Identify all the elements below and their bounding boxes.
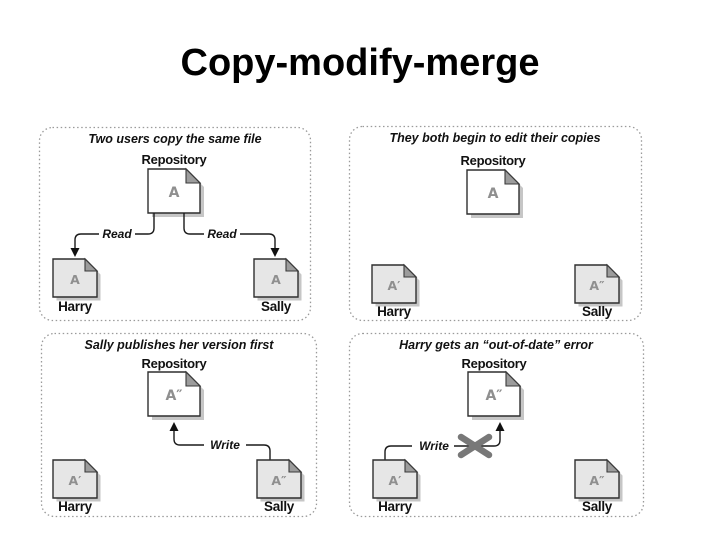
repository-document-icon: A″	[147, 370, 204, 420]
document-letter: A″	[485, 388, 502, 404]
panel-dotted-border	[40, 332, 318, 518]
panel-both-edit-copies: They both begin to edit their copies Rep…	[348, 125, 643, 322]
harry-label: Harry	[378, 499, 413, 514]
document-letter: A′	[389, 473, 402, 488]
document-letter: A″	[589, 473, 605, 488]
read-arrow-right: Read	[183, 213, 280, 257]
harry-document-icon: A′	[371, 263, 420, 307]
panel-two-users-copy: Two users copy the same file Repository …	[38, 126, 312, 322]
panel-dotted-border	[348, 332, 645, 518]
arrowhead-up-icon	[495, 422, 505, 431]
repository-label: Repository	[142, 356, 208, 371]
harry-label: Harry	[58, 499, 93, 514]
repository-document-icon: A	[147, 167, 204, 217]
document-letter: A″	[589, 278, 605, 293]
sally-document-icon: A	[253, 257, 302, 301]
sally-label: Sally	[582, 304, 613, 319]
repository-document-icon: A″	[467, 370, 524, 420]
sally-label: Sally	[582, 499, 613, 514]
document-fold-icon	[288, 458, 303, 473]
document-fold-icon	[285, 257, 300, 272]
document-letter: A″	[271, 473, 287, 488]
panel-caption: Sally publishes her version first	[85, 338, 275, 352]
write-arrow: Write	[169, 422, 271, 460]
document-fold-icon	[504, 168, 521, 185]
document-fold-icon	[185, 370, 202, 387]
harry-label: Harry	[58, 299, 93, 314]
harry-label: Harry	[377, 304, 412, 319]
sally-document-icon: A″	[256, 458, 305, 502]
sally-label: Sally	[261, 299, 292, 314]
write-arrow-blocked: Write	[384, 422, 505, 460]
panel-caption: They both begin to edit their copies	[389, 131, 600, 145]
harry-document-icon: A′	[52, 458, 101, 502]
panel-out-of-date-error: Harry gets an “out-of-date” error Reposi…	[348, 332, 645, 518]
document-fold-icon	[84, 458, 99, 473]
slide-title: Copy-modify-merge	[180, 42, 540, 84]
document-letter: A″	[165, 388, 182, 404]
panel-caption: Harry gets an “out-of-date” error	[399, 338, 594, 352]
read-label: Read	[102, 227, 132, 241]
document-letter: A	[271, 272, 281, 287]
blocked-x-icon	[457, 433, 493, 459]
read-label: Read	[207, 227, 237, 241]
document-fold-icon	[606, 263, 621, 278]
sally-document-icon: A″	[574, 263, 623, 307]
document-fold-icon	[84, 257, 99, 272]
panel-dotted-border	[38, 126, 312, 322]
document-fold-icon	[606, 458, 621, 473]
document-letter: A′	[69, 473, 82, 488]
arrowhead-up-icon	[169, 422, 179, 431]
write-label: Write	[210, 438, 240, 452]
sally-document-icon: A″	[574, 458, 623, 502]
write-label: Write	[419, 439, 449, 453]
document-fold-icon	[403, 263, 418, 278]
document-letter: A	[169, 185, 180, 201]
document-letter: A	[488, 186, 499, 202]
harry-document-icon: A′	[372, 458, 421, 502]
repository-document-icon: A	[466, 168, 523, 218]
document-letter: A	[70, 272, 80, 287]
arrowhead-down-icon	[70, 248, 80, 257]
repository-label: Repository	[462, 356, 528, 371]
panel-dotted-border	[348, 125, 643, 322]
document-fold-icon	[505, 370, 522, 387]
arrowhead-down-icon	[270, 248, 280, 257]
document-fold-icon	[404, 458, 419, 473]
sally-label: Sally	[264, 499, 295, 514]
document-fold-icon	[185, 167, 202, 184]
document-letter: A′	[388, 278, 401, 293]
panel-sally-publishes-first: Sally publishes her version first Reposi…	[40, 332, 318, 518]
panel-caption: Two users copy the same file	[88, 132, 261, 146]
read-arrow-left: Read	[70, 213, 155, 257]
repository-label: Repository	[142, 152, 208, 167]
harry-document-icon: A	[52, 257, 101, 301]
repository-label: Repository	[461, 153, 527, 168]
